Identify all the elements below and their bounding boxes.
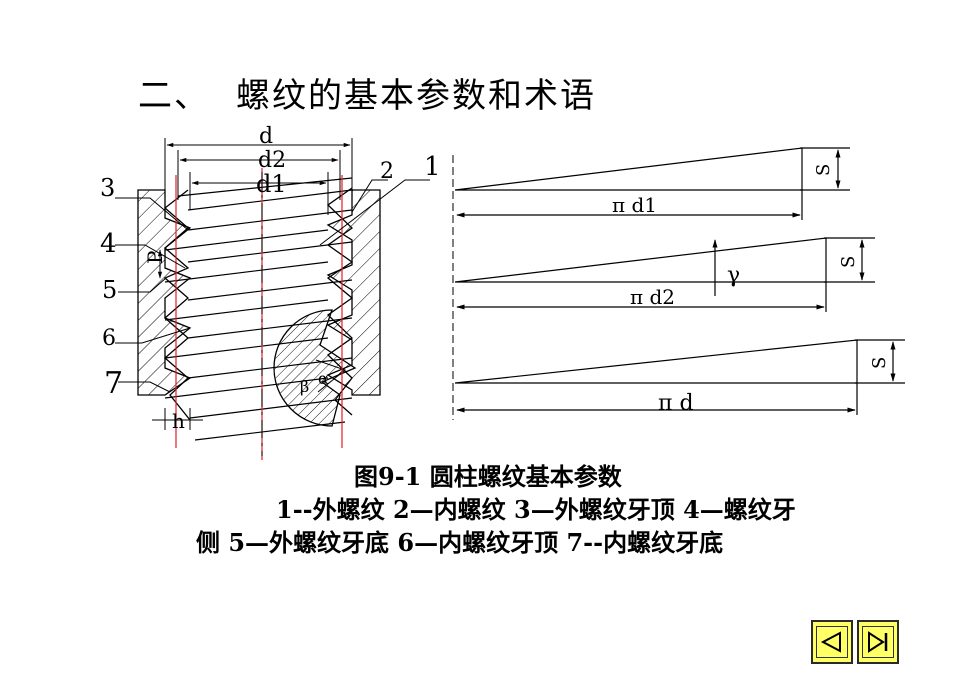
label-d2: d2 (258, 148, 286, 173)
label-1: 1 (424, 152, 441, 182)
label-7: 7 (104, 366, 123, 401)
figure-caption: 图9-1 圆柱螺纹基本参数 (354, 462, 622, 491)
label-pi-d2: π d2 (630, 285, 675, 309)
label-gamma: γ (727, 263, 740, 288)
label-pi-d1: π d1 (612, 193, 657, 217)
label-2: 2 (380, 159, 394, 184)
label-3: 3 (100, 174, 115, 202)
helix-triangles (454, 147, 905, 415)
screw-profile-right (326, 187, 354, 416)
label-S2: S (838, 256, 859, 268)
nut-wall-left (137, 189, 192, 396)
slide-title: 二、螺纹的基本参数和术语 (138, 68, 596, 117)
section-number: 二、 (138, 76, 210, 116)
thread-section: β α (100, 124, 454, 460)
label-S1: S (813, 164, 834, 176)
prev-slide-icon (820, 631, 841, 653)
section-title: 螺纹的基本参数和术语 (236, 76, 596, 116)
label-d1: d1 (256, 170, 287, 198)
prev-slide-button[interactable] (811, 620, 853, 664)
label-P: P (143, 251, 167, 264)
alpha-label: α (318, 369, 329, 388)
beta-label: β (300, 377, 309, 396)
legend-line-1: 1--外螺纹 2—内螺纹 3—外螺纹牙顶 4—螺纹牙 (276, 495, 796, 524)
detail-circle (273, 309, 357, 427)
label-6: 6 (102, 326, 116, 351)
last-slide-icon (868, 631, 888, 653)
label-5: 5 (102, 276, 117, 304)
label-h: h (172, 409, 185, 433)
legend-line-2: 侧 5—外螺纹牙底 6—内螺纹牙顶 7--内螺纹牙底 (196, 528, 724, 557)
label-S3: S (869, 357, 890, 369)
label-pi-d: π d (658, 391, 694, 416)
label-4: 4 (100, 229, 117, 259)
last-slide-button[interactable] (857, 620, 899, 664)
nut-wall-right (326, 189, 381, 396)
label-d: d (259, 124, 273, 149)
